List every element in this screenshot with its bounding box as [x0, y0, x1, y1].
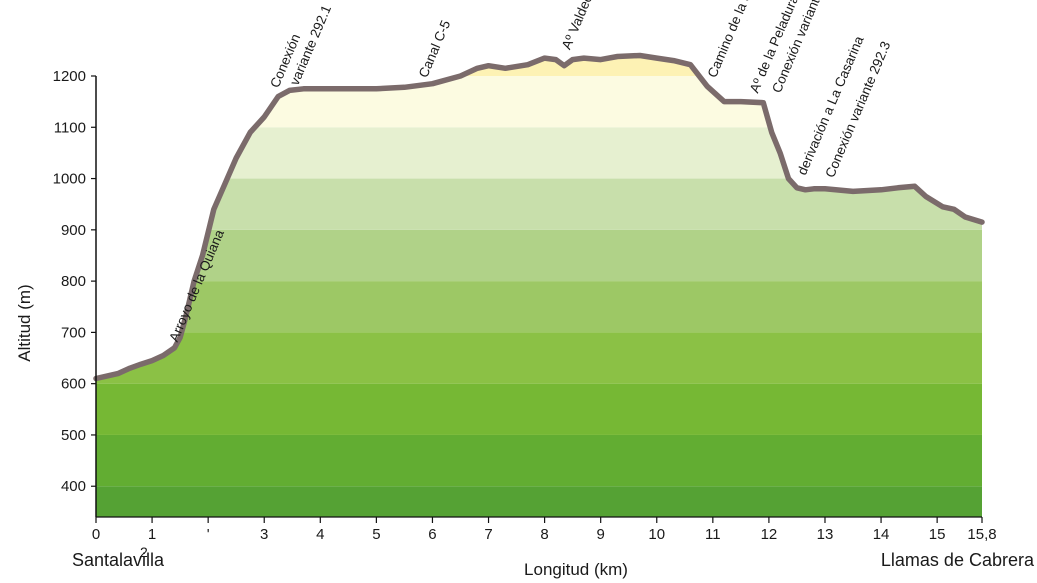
y-tick-label: 800 [61, 273, 86, 290]
start-place-label: Santalavilla [72, 550, 165, 570]
altitude-color-bands [96, 55, 982, 517]
elevation-profile-line [93, 52, 985, 382]
annotation-label: Canal C-5 [416, 18, 454, 80]
altitude-band [96, 229, 982, 282]
x-tick-label: 14 [873, 526, 890, 543]
altitude-band [96, 281, 982, 333]
x-tick-label: 3 [260, 526, 268, 543]
x-tick-label: ' [207, 526, 210, 543]
y-axis-label: Altitud (m) [15, 284, 34, 361]
x-tick-label: 5 [372, 526, 380, 543]
y-tick-label: 400 [61, 478, 86, 495]
x-tick-label: 15 [929, 526, 946, 543]
y-axis-ticks: 400 500 600 700 800 900 1000 1100 1200 [53, 68, 96, 495]
stray-digit-label: 2 [140, 544, 148, 560]
x-tick-label: 13 [817, 526, 834, 543]
x-tick-label: 4 [316, 526, 324, 543]
altitude-band [96, 178, 982, 230]
end-place-label: Llamas de Cabrera [881, 550, 1035, 570]
y-tick-label: 600 [61, 376, 86, 393]
x-tick-label: 7 [484, 526, 492, 543]
y-tick-label: 900 [61, 222, 86, 239]
y-tick-label: 1100 [54, 119, 86, 136]
x-tick-label: 11 [705, 526, 721, 543]
y-tick-label: 1200 [53, 68, 86, 85]
x-tick-label: 1 [148, 526, 156, 543]
altitude-band [96, 332, 982, 384]
x-tick-label: 9 [597, 526, 605, 543]
y-tick-label: 700 [61, 324, 86, 341]
x-tick-label: 0 [92, 526, 100, 543]
y-tick-label: 1000 [53, 171, 86, 188]
x-axis-label: Longitud (km) [524, 560, 628, 579]
altitude-band [96, 434, 982, 487]
x-tick-label: 8 [540, 526, 548, 543]
x-tick-label: 6 [428, 526, 436, 543]
x-tick-label: 10 [648, 526, 665, 543]
x-axis-ticks: 0 1 ' 3 4 5 6 7 8 9 10 11 12 13 14 15 15,8 [92, 517, 997, 543]
y-tick-label: 500 [61, 427, 86, 444]
altitude-band [96, 383, 982, 435]
annotation-label: Aº Valdecorrales [559, 0, 612, 52]
x-tick-label: 15,8 [967, 526, 996, 543]
x-tick-label: 12 [761, 526, 778, 543]
altitude-band [96, 486, 982, 517]
